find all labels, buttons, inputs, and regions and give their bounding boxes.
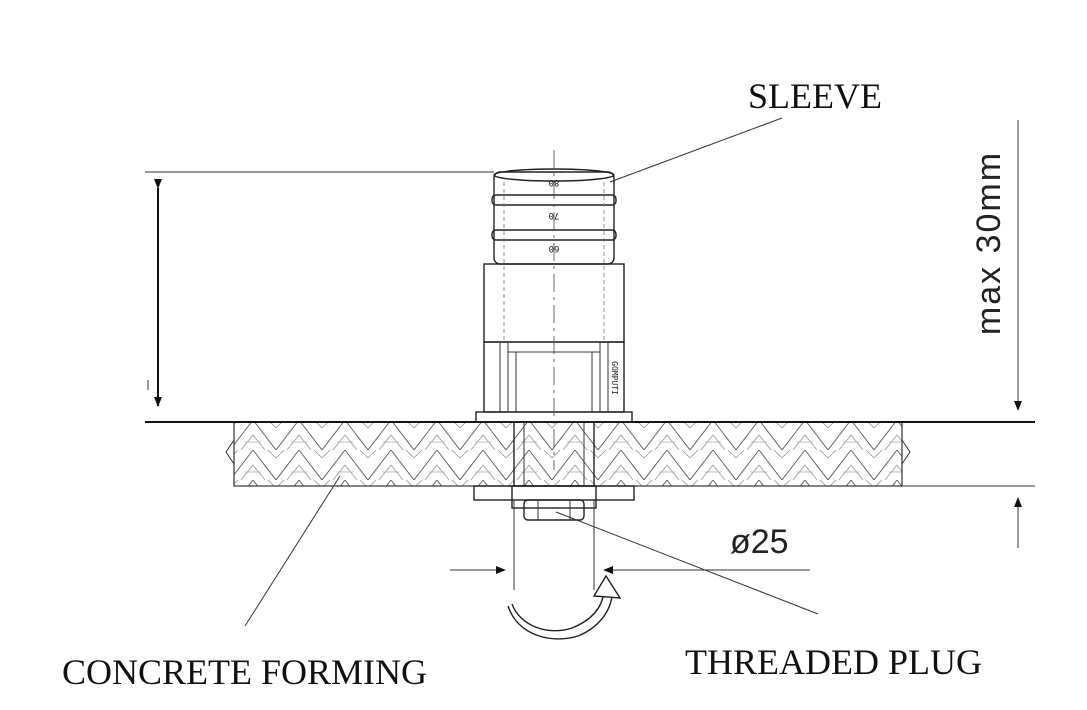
- sleeve-leader-line: [609, 117, 783, 183]
- sleeve-label: SLEEVE: [748, 76, 882, 116]
- sleeve-brand-text: GOMPUTI: [610, 361, 619, 395]
- concrete-forming-slab: [145, 421, 1035, 487]
- sleeve-mark-60: 60: [549, 243, 560, 253]
- concrete-forming-label: CONCRETE FORMING: [62, 652, 427, 692]
- height-dimension-line: [145, 171, 494, 407]
- sleeve-body: [475, 150, 633, 470]
- diameter-label: ø25: [730, 523, 789, 561]
- threaded-plug-leader-line: [555, 511, 819, 615]
- sleeve-mark-70: 70: [549, 210, 560, 220]
- concrete-forming-leader-line: [244, 475, 341, 627]
- threaded-plug-body: [473, 421, 635, 521]
- rotation-arrow-icon: [507, 574, 622, 640]
- max-thickness-label: max 30mm: [970, 151, 1008, 335]
- diameter-dimension-line: [450, 500, 810, 590]
- sleeve-mark-80: 80: [549, 177, 560, 187]
- threaded-plug-label: THREADED PLUG: [685, 642, 982, 682]
